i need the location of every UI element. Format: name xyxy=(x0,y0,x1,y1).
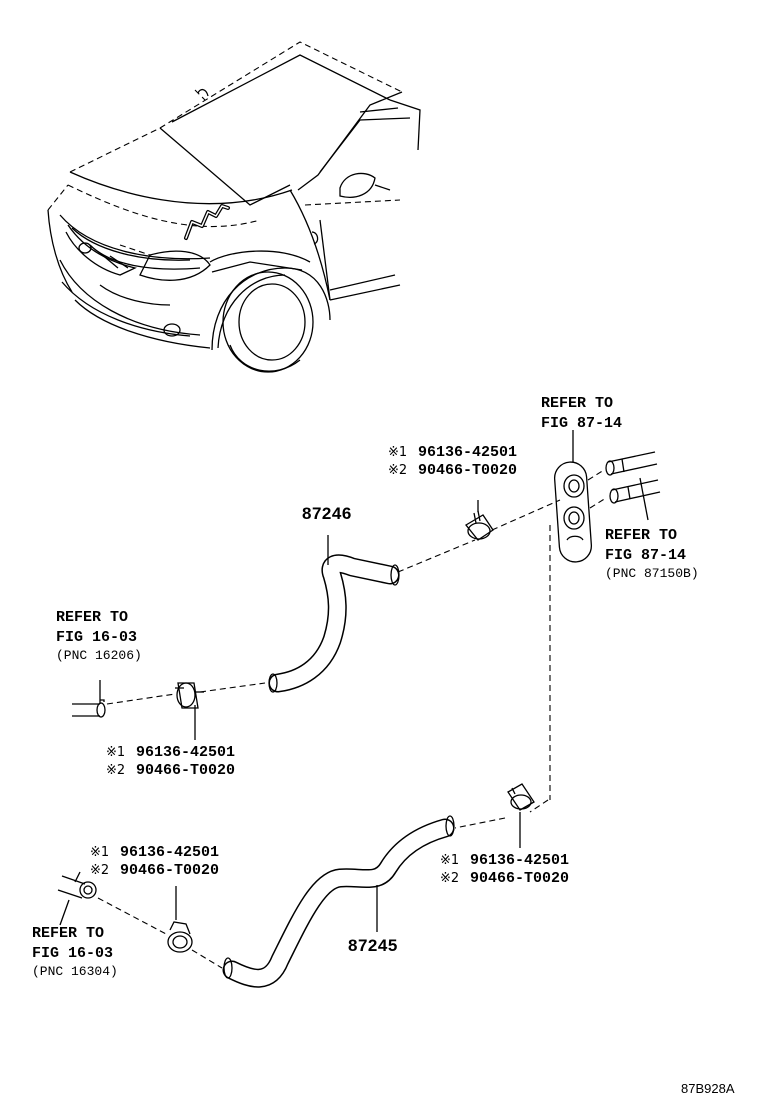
refer-label-top: REFER TO xyxy=(541,395,613,412)
clip-mark-1-lower-right: ※1 xyxy=(440,853,459,868)
clip-mark-2-lower-right: ※2 xyxy=(440,871,459,886)
fig-label-top: FIG 87-14 xyxy=(541,415,622,432)
fig-label-left-upper: FIG 16-03 xyxy=(56,629,137,646)
clip-mark-2-upper: ※2 xyxy=(388,463,407,478)
clip-mark-1-left: ※1 xyxy=(106,745,125,760)
clip-mark-1-lower-left: ※1 xyxy=(90,845,109,860)
vehicle-illustration xyxy=(47,41,421,373)
refer-label-left-upper: REFER TO xyxy=(56,609,128,626)
hose-clip-lower-left xyxy=(167,886,193,953)
clip-part-1-upper: 96136-42501 xyxy=(418,444,517,461)
pnc-label-left-upper: (PNC 16206) xyxy=(56,648,142,663)
refer-label-right: REFER TO xyxy=(605,527,677,544)
heater-connector xyxy=(553,451,661,563)
clip-part-1-left: 96136-42501 xyxy=(136,744,235,761)
clip-part-2-upper: 90466-T0020 xyxy=(418,462,517,479)
clip-part-2-lower-right: 90466-T0020 xyxy=(470,870,569,887)
part-number-87246: 87246 xyxy=(302,504,352,523)
clip-part-2-left: 90466-T0020 xyxy=(136,762,235,779)
hose-clip-upper xyxy=(465,500,494,541)
refer-label-left-lower: REFER TO xyxy=(32,925,104,942)
pnc-label-left-lower: (PNC 16304) xyxy=(32,964,118,979)
clip-mark-2-left: ※2 xyxy=(106,763,125,778)
clip-mark-2-lower-left: ※2 xyxy=(90,863,109,878)
hose-clip-left xyxy=(175,682,204,740)
hose-clip-lower-right xyxy=(507,783,535,848)
clip-part-1-lower-right: 96136-42501 xyxy=(470,852,569,869)
fig-label-right: FIG 87-14 xyxy=(605,547,686,564)
figure-code: 87B928A xyxy=(681,1081,735,1096)
part-number-87245: 87245 xyxy=(348,936,398,955)
pnc-label-right: (PNC 87150B) xyxy=(605,566,699,581)
clip-mark-1-upper: ※1 xyxy=(388,445,407,460)
clip-part-2-lower-left: 90466-T0020 xyxy=(120,862,219,879)
hose-87245 xyxy=(222,815,455,988)
pipe-end-upper-left xyxy=(72,680,106,718)
hose-87246 xyxy=(268,535,400,693)
clip-part-1-lower-left: 96136-42501 xyxy=(120,844,219,861)
pipe-end-lower-left xyxy=(57,871,97,899)
fig-label-left-lower: FIG 16-03 xyxy=(32,945,113,962)
